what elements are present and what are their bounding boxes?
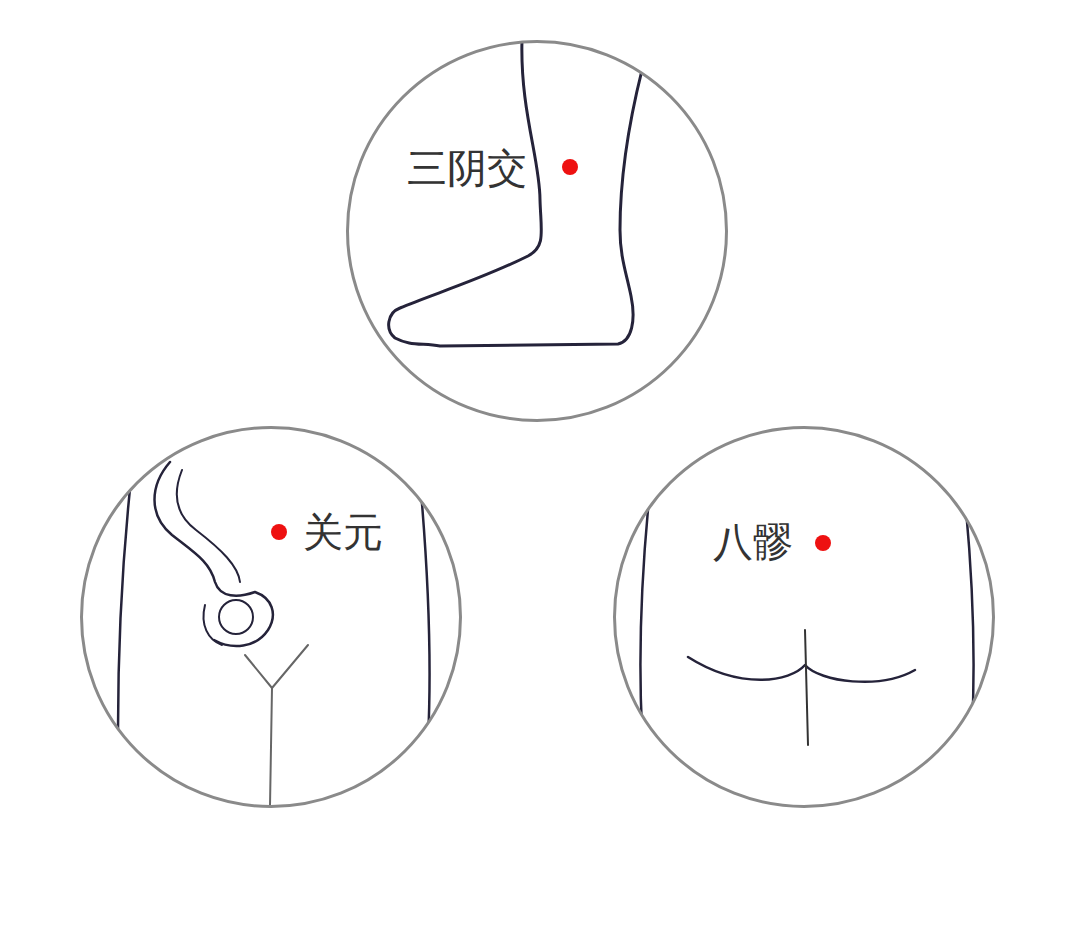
circle-border xyxy=(82,428,461,807)
acupoint-dot xyxy=(562,159,578,175)
circle-border xyxy=(348,42,727,421)
acupoint-dot xyxy=(271,524,287,540)
acupoint-label: 关元 xyxy=(303,510,383,554)
circle-outline xyxy=(346,40,728,422)
acupoint-label: 三阴交 xyxy=(407,146,527,190)
circle-outline xyxy=(80,426,462,808)
acupoint-circle: 关元 xyxy=(80,426,462,808)
acupoint-circle: 三阴交 xyxy=(346,40,728,422)
circle-outline xyxy=(613,426,995,808)
circle-border xyxy=(615,428,994,807)
acupoint-label: 八髎 xyxy=(713,520,793,564)
sacrum-drawing xyxy=(640,470,973,745)
abdomen-drawing xyxy=(118,462,430,806)
acupoint-dots xyxy=(271,159,831,551)
acupoint-dot xyxy=(815,535,831,551)
foot-drawing xyxy=(389,40,642,346)
acupoint-circle: 八髎 xyxy=(613,426,995,808)
